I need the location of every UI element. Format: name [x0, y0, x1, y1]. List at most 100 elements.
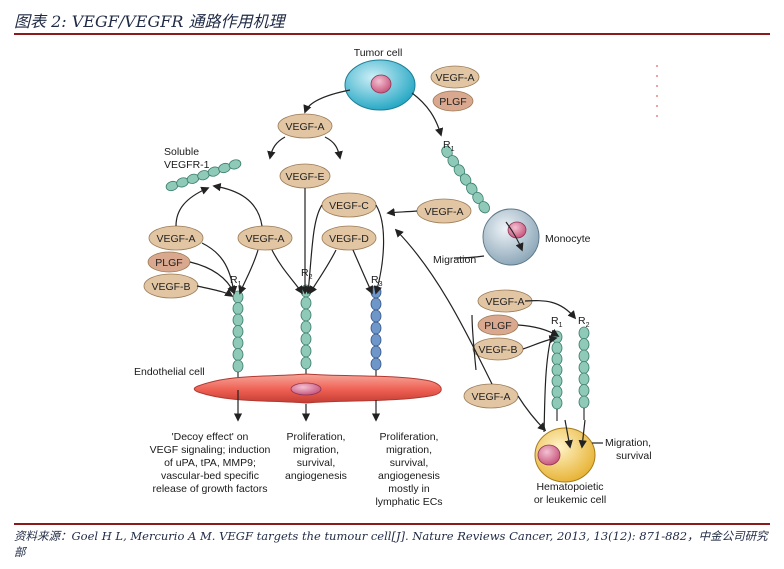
- receptor-domain-bead: [578, 372, 590, 386]
- arrow-vegfa-right: [324, 136, 343, 160]
- arrow-hemato-vegfa-to-r2: [524, 300, 577, 320]
- receptor-r2-label: R2: [301, 267, 313, 281]
- receptor-r3-chain: [370, 285, 382, 382]
- arrow-hemato-loop: [543, 329, 554, 433]
- receptor-domain-bead: [578, 338, 590, 351]
- migration-survival-line1: Migration,: [605, 437, 651, 449]
- pill-label: PLGF: [439, 96, 466, 108]
- pill-plgf-left: PLGF: [147, 251, 191, 273]
- receptor-domain-bead: [300, 320, 312, 334]
- arrow-vegfa-mid-to-soluble: [212, 182, 263, 227]
- pill-vegf-a-monocyte: VEGF-A: [416, 198, 472, 224]
- arrow-vegfa-left: [267, 136, 286, 160]
- outcome-line: 'Decoy effect' on: [172, 431, 249, 443]
- outcome-line: angiogenesis: [285, 470, 347, 482]
- pill-vegf-a-hemato: VEGF-A: [477, 289, 533, 313]
- tumor-cell-label: Tumor cell: [354, 47, 403, 59]
- receptor-domain-bead: [232, 336, 244, 350]
- receptor-domain-bead: [370, 357, 382, 371]
- arrow-vegfb-to-r1: [196, 285, 234, 297]
- receptor-domain-bead: [370, 309, 382, 323]
- outcome-line: mostly in: [388, 483, 430, 495]
- endothelial-nucleus: [290, 382, 322, 396]
- receptor-domain-bead: [578, 384, 590, 397]
- arrow-vegfa-to-vegfc: [386, 207, 418, 217]
- arrow-tumor-to-r1: [411, 92, 444, 137]
- hemato-r2-label: R2: [578, 315, 590, 329]
- hemato-label-line1: Hematopoietic: [536, 481, 603, 493]
- receptor-domain-bead: [232, 302, 244, 315]
- source-note: 资料来源：Goel H L, Mercurio A M. VEGF target…: [14, 529, 768, 559]
- pill-label: PLGF: [484, 320, 511, 332]
- receptor-r2-chain: [300, 284, 312, 381]
- pill-label: VEGF-A: [285, 121, 324, 133]
- receptor-domain-bead: [232, 325, 244, 338]
- receptor-domain-bead: [300, 284, 312, 298]
- arrow-hemato-plgf-to-r1: [517, 324, 560, 337]
- tumor-nucleus: [370, 74, 392, 94]
- arrow-hemato-vegfb-to-r1: [522, 335, 558, 350]
- hemato-nucleus: [537, 444, 561, 466]
- pill-label: VEGF-E: [285, 171, 324, 183]
- tumor-cell: [344, 59, 416, 111]
- receptor-r1-label: R1: [230, 274, 242, 288]
- pill-label: VEGF-D: [329, 233, 369, 245]
- receptor-domain-bead: [232, 348, 244, 361]
- monocyte-label: Monocyte: [545, 233, 591, 245]
- pill-label: VEGF-C: [329, 200, 369, 212]
- hemato-r1-chain: [551, 330, 563, 421]
- migration-label: Migration: [433, 254, 476, 266]
- receptor-domain-bead: [551, 396, 563, 410]
- receptor-domain-bead: [551, 374, 563, 388]
- arrow-monocyte-migration: [453, 255, 485, 259]
- pill-label: VEGF-A: [471, 391, 510, 403]
- monocyte-nucleus: [507, 221, 527, 239]
- pill-label: VEGF-B: [478, 344, 517, 356]
- monocyte-cell: [482, 208, 540, 266]
- outcome-line: of uPA, tPA, MMP9;: [164, 457, 256, 469]
- arrow-vegfc-to-r2: [304, 204, 323, 295]
- pill-vegf-a-left: VEGF-A: [148, 225, 204, 251]
- pill-vegf-e: VEGF-E: [279, 163, 331, 189]
- migration-survival-line2: survival: [616, 450, 652, 462]
- receptor-domain-bead: [370, 345, 382, 359]
- receptor-domain-bead: [370, 321, 382, 335]
- receptor-domain-bead: [551, 330, 563, 344]
- soluble-label-line2: VEGFR-1: [164, 159, 210, 171]
- arrow-vegfa-to-hemato: [517, 395, 547, 432]
- hemato-label-line2: or leukemic cell: [534, 494, 606, 506]
- pill-label: VEGF-A: [435, 72, 474, 84]
- pill-vegf-a-top-right: VEGF-A: [430, 65, 480, 89]
- receptor-domain-bead: [370, 333, 382, 347]
- receptor-domain-bead: [551, 352, 563, 366]
- page-title: 图表 2: VEGF/VEGFR 通路作用机理: [14, 12, 285, 31]
- outcome-line: migration,: [293, 444, 339, 456]
- outcome-line: Proliferation,: [287, 431, 346, 443]
- arrow-tumor-to-vegfa: [303, 89, 351, 114]
- receptor-domain-bead: [578, 349, 590, 363]
- pill-vegf-a-bottom-right: VEGF-A: [463, 383, 519, 409]
- receptor-domain-bead: [370, 297, 382, 311]
- arrow-hemato-up: [471, 314, 477, 371]
- pill-label: VEGF-A: [485, 296, 524, 308]
- outcome-line: angiogenesis: [378, 470, 440, 482]
- tumor-r1-label: R1: [443, 139, 455, 153]
- outcome-line: Proliferation,: [380, 431, 439, 443]
- arrow-to-soluble: [175, 186, 210, 227]
- receptor-domain-bead: [300, 308, 312, 322]
- pill-vegf-a-mid: VEGF-A: [237, 225, 293, 251]
- tumor-r1-chain: [441, 145, 490, 214]
- outcome-r3-text: Proliferation,migration,survival,angioge…: [375, 431, 442, 508]
- arrow-vegfd-to-r2: [309, 249, 337, 295]
- hematopoietic-cell: [534, 427, 596, 483]
- pill-label: VEGF-A: [245, 233, 284, 245]
- receptor-domain-bead: [232, 359, 244, 373]
- arrow-vegfa-bottom-to-endothelial: [394, 228, 493, 385]
- receptor-domain-bead: [551, 385, 563, 399]
- arrow-hemato-r1-signal: [564, 419, 573, 449]
- outcome-line: lymphatic ECs: [375, 496, 442, 508]
- receptor-domain-bead: [478, 201, 490, 214]
- pill-label: VEGF-A: [424, 206, 463, 218]
- arrow-vegfc-to-r3: [373, 204, 385, 295]
